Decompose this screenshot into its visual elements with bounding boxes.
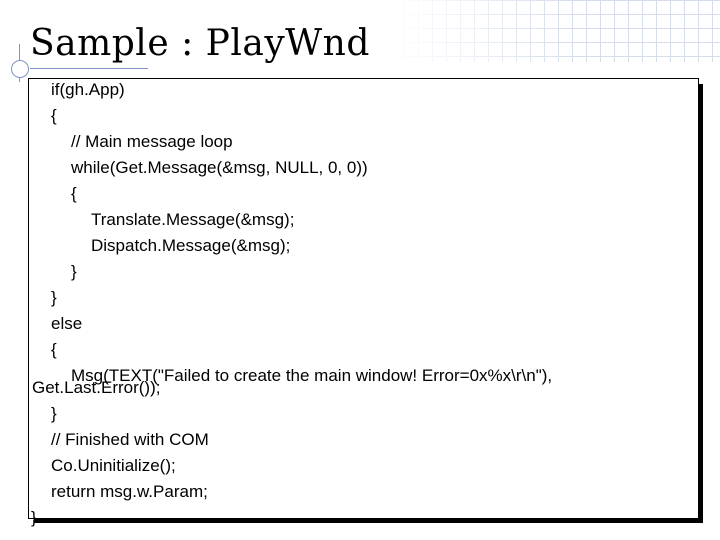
slide-title: Sample : PlayWnd [30,23,370,64]
code-line: } [71,262,77,281]
code-line: while(Get.Message(&msg, NULL, 0, 0)) [71,158,368,177]
code-line: Translate.Message(&msg); [91,210,295,229]
code-line: } [31,508,37,527]
code-line: // Finished with COM [51,430,209,449]
code-listing: if(gh.App) { // Main message loop while(… [28,78,699,527]
title-underline [30,68,148,69]
code-line: Get.Last.Error()); [32,378,161,397]
code-line: } [51,404,57,423]
code-line: Dispatch.Message(&msg); [91,236,291,255]
code-line: else [51,314,83,333]
header-grid-fade [390,0,720,62]
code-line: if(gh.App) [51,80,125,99]
code-line: { [51,340,57,359]
code-line: return msg.w.Param; [51,482,208,501]
code-line: Msg(TEXT("Failed to create the main wind… [71,366,553,385]
title-bullet-circle [11,60,29,78]
code-line: { [71,184,77,203]
code-line: // Main message loop [71,132,233,151]
code-line: } [51,288,57,307]
code-line: Co.Uninitialize(); [51,456,176,475]
code-line: { [51,106,57,125]
